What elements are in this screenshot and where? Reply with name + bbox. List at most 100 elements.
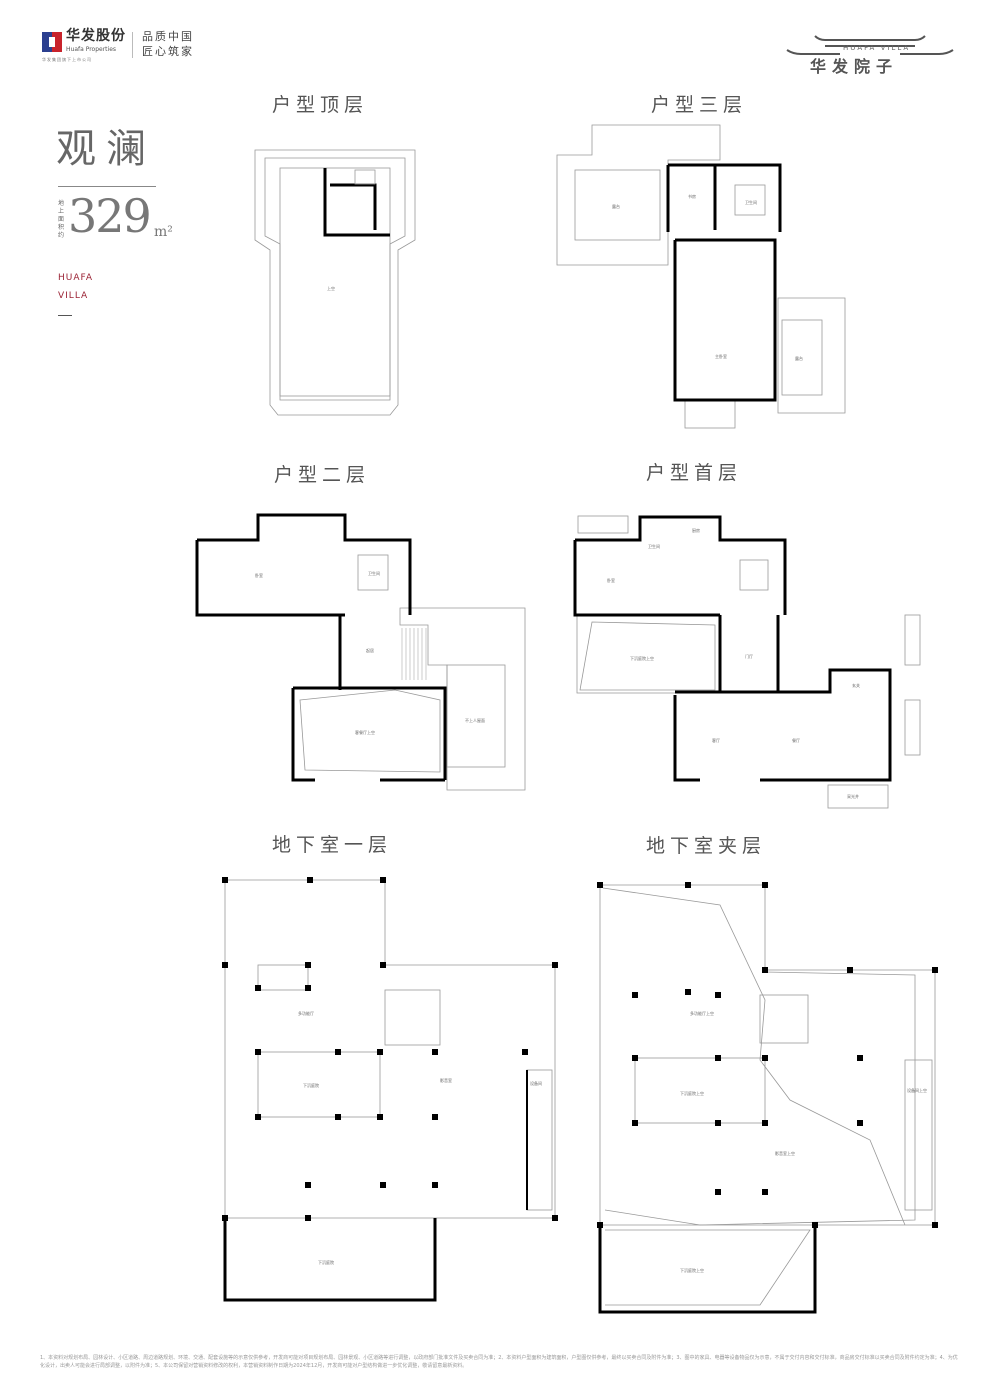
title-top-floor: 户型顶层: [272, 94, 369, 116]
villa-roof-logo-icon: [786, 35, 954, 55]
title-basement-mezz: 地下室夹层: [646, 835, 767, 857]
structural-column: [685, 882, 691, 888]
room-label: 影音室: [440, 1077, 452, 1083]
structural-column: [305, 1215, 311, 1221]
room-label: 不上人屋面: [465, 717, 485, 723]
structural-column: [305, 962, 311, 968]
structural-column: [932, 967, 938, 973]
villa-logo-en: HUAFA VILLA: [843, 44, 911, 52]
huafa-logo-icon: [42, 32, 62, 52]
structural-column: [380, 962, 386, 968]
structural-column: [305, 1182, 311, 1188]
structural-column: [632, 992, 638, 998]
room-label: 卫生间: [648, 543, 660, 549]
structural-column: [762, 882, 768, 888]
room-label: 采光井: [847, 793, 859, 799]
structural-column: [552, 962, 558, 968]
structural-column: [847, 967, 853, 973]
title-second-floor: 户型二层: [274, 464, 371, 486]
structural-column: [335, 1114, 341, 1120]
structural-column: [715, 1120, 721, 1126]
unit-name: 观澜: [56, 126, 156, 172]
structural-column: [932, 1222, 938, 1228]
plan-top-floor: 上空: [254, 149, 416, 416]
brand-subtitle: 华发集团旗下上市公司: [42, 57, 92, 62]
structural-column: [432, 1114, 438, 1120]
structural-column: [380, 877, 386, 883]
structural-column: [715, 1055, 721, 1061]
room-label: 客餐厅上空: [355, 729, 375, 735]
structural-column: [597, 1222, 603, 1228]
disclaimer-text: 1、本资料对规划布局、园林设计、小区道路、周边道路规划、环境、交通、配套设施等的…: [40, 1355, 958, 1369]
structural-column: [762, 1120, 768, 1126]
area-label: 地上面积约: [58, 200, 65, 239]
room-label: 影音室上空: [775, 1150, 795, 1156]
structural-column: [632, 1055, 638, 1061]
structural-column: [597, 882, 603, 888]
title-basement-1: 地下室一层: [272, 834, 393, 856]
room-label: 设备间上空: [907, 1087, 927, 1093]
unit-rule: [58, 186, 156, 187]
room-label: 书房: [688, 193, 696, 199]
slogan-line-2: 匠心筑家: [142, 45, 194, 58]
plan-basement-1: 多功能厅 下沉庭院 影音室 设备间 下沉庭院: [223, 879, 556, 1302]
structural-column: [222, 962, 228, 968]
room-label: 主卧室: [715, 353, 727, 359]
structural-column: [255, 1049, 261, 1055]
area-unit: m²: [154, 224, 173, 240]
villa-logo-cn: 华发院子: [810, 57, 899, 76]
plan-first-floor: 卧室 卫生间 厨房 下沉庭院上空 门厅 客厅 餐厅 玄关 采光井: [573, 515, 921, 809]
structural-column: [432, 1182, 438, 1188]
structural-column: [632, 1120, 638, 1126]
structural-column: [222, 1215, 228, 1221]
room-label: 下沉庭院: [303, 1082, 319, 1088]
structural-column: [380, 1182, 386, 1188]
structural-column: [857, 1120, 863, 1126]
structural-column: [552, 1215, 558, 1221]
room-label: 下沉庭院上空: [630, 655, 654, 661]
brand-name-en: Huafa Properties: [66, 46, 117, 53]
structural-column: [812, 1222, 818, 1228]
room-label: 餐厅: [792, 737, 800, 743]
room-label: 下沉庭院: [318, 1259, 334, 1265]
structural-column: [335, 1049, 341, 1055]
room-label: 客厅: [712, 737, 720, 743]
structural-column: [255, 985, 261, 991]
short-rule: [58, 315, 72, 316]
room-label: 设备间: [530, 1080, 542, 1086]
structural-column: [715, 1189, 721, 1195]
structural-column: [432, 1049, 438, 1055]
room-label: 露台: [795, 355, 803, 361]
plan-basement-mezz: 多功能厅上空 下沉庭院上空 影音室上空 设备间上空 下沉庭院上空: [598, 884, 936, 1314]
structural-column: [715, 992, 721, 998]
room-label: 玄关: [852, 682, 860, 688]
structural-column: [305, 985, 311, 991]
room-label: 门厅: [745, 653, 753, 659]
room-label: 卧室: [607, 577, 615, 583]
structural-column: [377, 1114, 383, 1120]
room-label: 露台: [612, 203, 620, 209]
room-label: 起居: [366, 647, 374, 653]
room-label: 下沉庭院上空: [680, 1090, 704, 1096]
structural-column: [857, 1055, 863, 1061]
room-label: 卫生间: [745, 199, 757, 205]
structural-column: [522, 1049, 528, 1055]
header-divider: [132, 32, 133, 58]
unit-en-line-2: VILLA: [58, 291, 89, 301]
structural-column: [762, 1055, 768, 1061]
room-label: 下沉庭院上空: [680, 1267, 704, 1273]
room-label: 卫生间: [368, 570, 380, 576]
room-label: 卧室: [255, 572, 263, 578]
plan-second-floor: 卧室 卫生间 起居 客餐厅上空 不上人屋面: [195, 513, 526, 791]
plan-third-floor: 露台 书房 卫生间 主卧室 露台: [556, 124, 846, 429]
structural-column: [307, 877, 313, 883]
structural-column: [762, 967, 768, 973]
area-value: 329: [68, 189, 152, 243]
structural-column: [377, 1049, 383, 1055]
structural-column: [685, 989, 691, 995]
brand-name-cn: 华发股份: [66, 28, 126, 44]
unit-en-line-1: HUAFA: [58, 273, 94, 283]
structural-column: [255, 1114, 261, 1120]
room-label: 上空: [327, 285, 335, 291]
